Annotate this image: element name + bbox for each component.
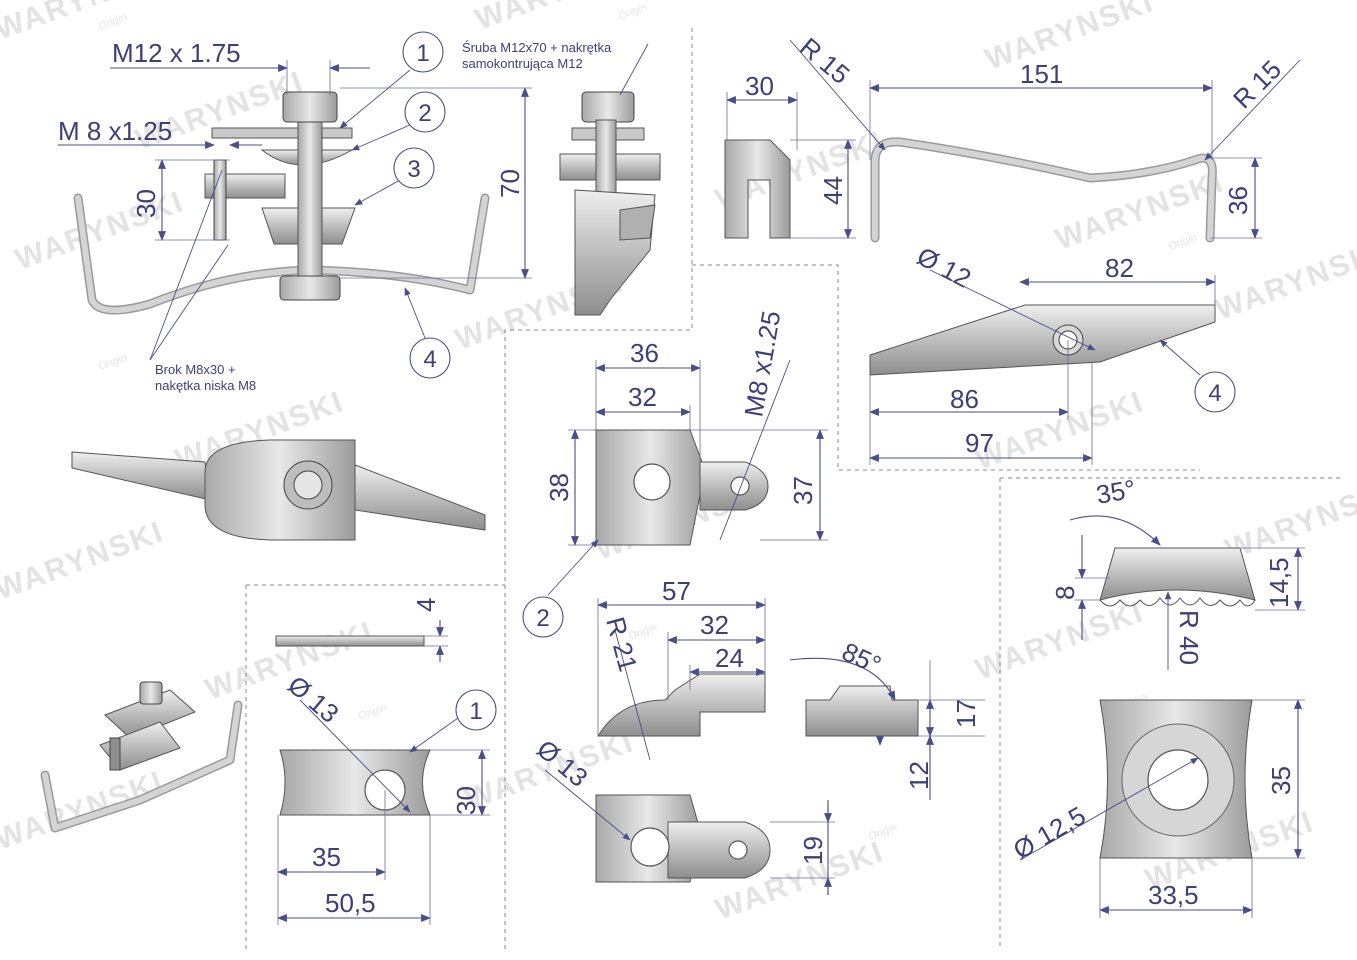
clamp-part-top [595, 429, 769, 546]
watermark: WARYNSKI [971, 595, 1148, 686]
svg-text:Origin: Origin [617, 2, 649, 23]
dim-h38: 38 [544, 473, 574, 502]
dim-h36-bar: 36 [1223, 186, 1253, 215]
dim-h70: 70 [495, 169, 525, 198]
dim-m12-thread: M12 x 1.75 [112, 38, 241, 68]
svg-text:4: 4 [1208, 380, 1221, 407]
svg-text:2: 2 [418, 100, 431, 127]
dim-h19: 19 [798, 836, 828, 865]
callout-2-top: 2 [404, 91, 446, 133]
bolt-m12-note-line2: samokontrująca M12 [462, 56, 583, 71]
dim-r15-left: R 15 [794, 32, 855, 90]
dim-d13-plate: Ø 13 [282, 670, 344, 729]
svg-text:WARYNSKI: WARYNSKI [971, 385, 1148, 476]
watermark-sub: Origin [357, 702, 389, 723]
bracket-part [724, 139, 791, 239]
dim-h35-washer: 35 [1266, 766, 1296, 795]
dim-h14-5: 14,5 [1264, 557, 1294, 608]
callout-2-mid: 2 [522, 596, 564, 638]
dim-r15-right: R 15 [1227, 54, 1287, 114]
svg-text:Origin: Origin [1167, 232, 1199, 253]
callout-4-top: 4 [409, 337, 451, 379]
svg-text:3: 3 [407, 156, 420, 183]
dim-t4: 4 [411, 598, 441, 612]
dim-w97: 97 [965, 428, 994, 458]
dim-w151: 151 [1020, 59, 1063, 89]
svg-text:4: 4 [423, 346, 436, 373]
dimension-lines [58, 39, 1305, 925]
svg-text:WARYNSKI: WARYNSKI [981, 0, 1158, 77]
dim-w82: 82 [1105, 253, 1134, 283]
svg-text:WARYNSKI: WARYNSKI [1211, 235, 1357, 326]
svg-text:Origin: Origin [97, 352, 129, 373]
dim-w86: 86 [950, 384, 979, 414]
dim-w30-bracket: 30 [745, 71, 774, 101]
watermark-sub: Origin [97, 12, 129, 33]
clamp-part-angle-view [805, 685, 919, 737]
plate-part [279, 749, 431, 816]
dim-w35-plate: 35 [312, 842, 341, 872]
watermark-sub: Origin [867, 822, 899, 843]
assembly-top-view [71, 439, 486, 541]
dim-h44: 44 [818, 176, 848, 205]
dim-h30-plate: 30 [451, 786, 481, 815]
dim-w33-5: 33,5 [1148, 880, 1199, 910]
dim-m8-thread-diag: M8 x1.25 [738, 309, 786, 420]
callout-1-top: 1 [402, 31, 444, 73]
svg-text:1: 1 [469, 698, 482, 725]
dim-w57: 57 [662, 576, 691, 606]
svg-text:Origin: Origin [97, 12, 129, 33]
svg-text:WARYNSKI: WARYNSKI [0, 515, 168, 606]
dim-h30: 30 [131, 189, 161, 218]
watermark: WARYNSKI [0, 765, 168, 856]
bolt-m8-note-line1: Brok M8x30 + [155, 362, 236, 377]
dim-w24: 24 [715, 643, 744, 673]
tapered-arm-part [869, 304, 1216, 376]
callout-1-bottom: 1 [455, 689, 497, 731]
dim-a35: 35° [1094, 474, 1138, 510]
assembly-side-view [559, 91, 661, 316]
svg-text:WARYNSKI: WARYNSKI [0, 765, 168, 856]
dim-r40: R 40 [1174, 610, 1204, 665]
dim-m8-thread: M 8 x1.25 [58, 116, 172, 146]
watermark: WARYNSKI [981, 0, 1158, 77]
watermark: WARYNSKI [0, 515, 168, 606]
section-separators [245, 28, 1340, 950]
svg-text:Origin: Origin [357, 702, 389, 723]
dim-d12: Ø 12 [912, 241, 976, 294]
serrated-washer-side [1099, 547, 1256, 607]
svg-text:1: 1 [416, 40, 429, 67]
dim-w36: 36 [630, 338, 659, 368]
watermark-sub: Origin [617, 2, 649, 23]
dim-w32-side: 32 [700, 610, 729, 640]
callout-4-right: 4 [1194, 371, 1236, 413]
svg-text:WARYNSKI: WARYNSKI [971, 595, 1148, 686]
clamp-part-side [597, 673, 766, 737]
bolt-m8-note-line2: nakętka niska M8 [155, 378, 256, 393]
dim-h17: 17 [951, 699, 981, 728]
dim-w32: 32 [628, 382, 657, 412]
dim-w50-5: 50,5 [325, 888, 376, 918]
dim-h8: 8 [1050, 586, 1080, 600]
svg-text:Origin: Origin [867, 822, 899, 843]
callout-3-top: 3 [393, 147, 435, 189]
assembly-isometric-view [40, 681, 243, 833]
serrated-washer-top [1099, 699, 1253, 859]
dim-a85: 85° [837, 636, 885, 680]
dimension-labels: M12 x 1.75 M 8 x1.25 30 70 30 44 R 15 15… [58, 32, 1296, 918]
watermark-sub: Origin [97, 352, 129, 373]
plate-edge [275, 635, 425, 647]
watermark-sub: Origin [1167, 232, 1199, 253]
dim-h37: 37 [788, 476, 818, 505]
clamp-part-bottom [595, 794, 771, 883]
dim-d12-5: Ø 12,5 [1008, 800, 1091, 865]
watermark: WARYNSKI [971, 385, 1148, 476]
bolt-m12-note-line1: Śruba M12x70 + nakrętka [462, 40, 612, 55]
dim-h12: 12 [904, 761, 934, 790]
watermark: WARYNSKI [1211, 235, 1357, 326]
svg-text:2: 2 [536, 605, 549, 632]
dim-r21: R 21 [600, 614, 643, 675]
bent-bar-part [870, 137, 1217, 243]
